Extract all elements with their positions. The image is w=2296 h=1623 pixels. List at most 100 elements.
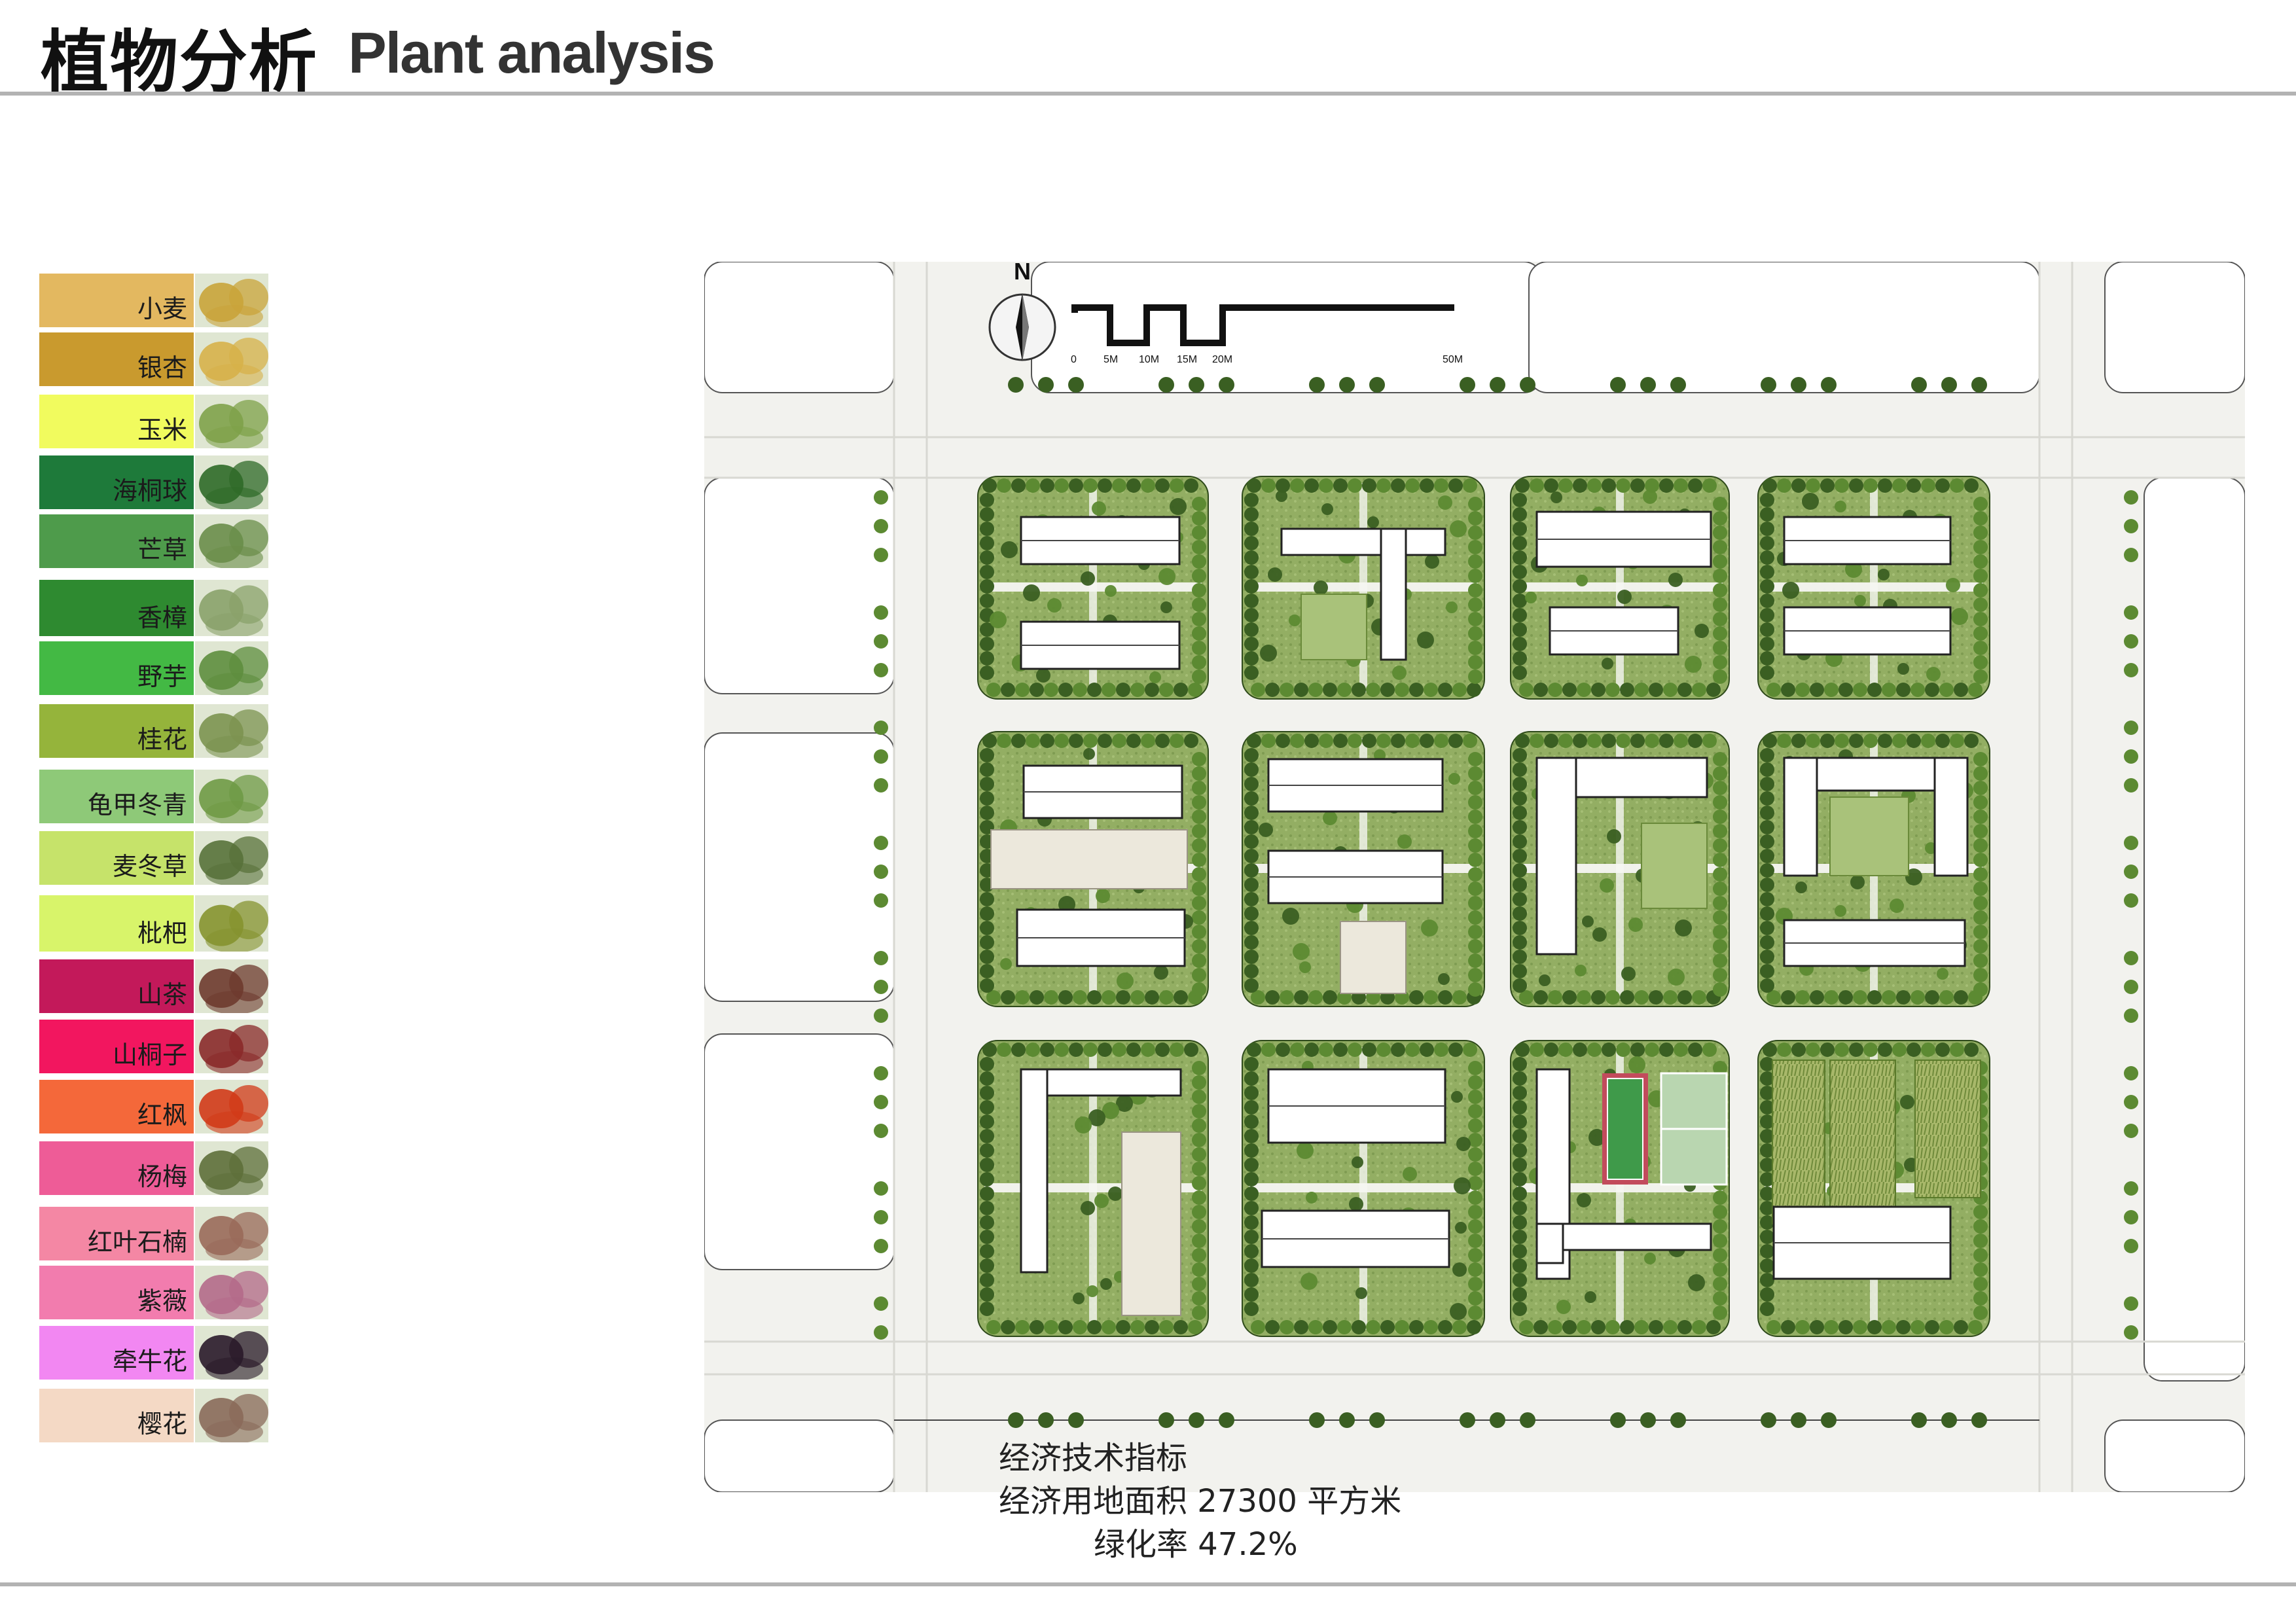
tree xyxy=(1973,597,1988,612)
tree xyxy=(1973,1306,1988,1320)
block xyxy=(977,476,1209,700)
tree xyxy=(1468,1075,1482,1090)
tree xyxy=(1192,597,1206,612)
tree xyxy=(1192,497,1206,511)
tree xyxy=(1810,683,1824,697)
tree xyxy=(1513,921,1527,935)
tree xyxy=(1576,575,1588,586)
tree xyxy=(1145,990,1159,1005)
tree xyxy=(1044,990,1058,1005)
tree xyxy=(1591,1320,1605,1334)
legend-label: 龟甲冬青 xyxy=(87,791,187,819)
tree xyxy=(986,683,1001,697)
tree xyxy=(1760,565,1774,579)
tree xyxy=(1192,810,1206,824)
tree xyxy=(1468,882,1482,896)
idesia-photo xyxy=(195,1020,268,1073)
parcel xyxy=(704,1419,895,1492)
tree xyxy=(1620,683,1634,697)
tree xyxy=(1290,1043,1304,1057)
street-tree xyxy=(874,1210,888,1224)
legend-label: 麦冬草 xyxy=(112,852,187,881)
tree xyxy=(1892,1043,1907,1057)
tree xyxy=(1925,683,1939,697)
tree xyxy=(1939,990,1954,1005)
tree xyxy=(1513,594,1527,608)
tree xyxy=(1795,882,1807,893)
tree xyxy=(1438,990,1452,1005)
tree xyxy=(1643,490,1657,504)
tree xyxy=(1548,1320,1562,1334)
tree xyxy=(1468,766,1482,781)
tree xyxy=(1463,1043,1477,1057)
tree xyxy=(1973,1219,1988,1234)
tree xyxy=(1760,1086,1774,1100)
tree xyxy=(980,921,994,935)
tree xyxy=(1015,1320,1030,1334)
tree xyxy=(1760,1115,1774,1129)
tree xyxy=(1645,1043,1659,1057)
legend-label: 红叶石楠 xyxy=(87,1228,187,1257)
tree xyxy=(1824,1320,1839,1334)
tree xyxy=(1663,1320,1677,1334)
street-tree xyxy=(1761,1412,1776,1428)
indicators-heading: 经济技术指标 xyxy=(999,1440,1188,1476)
tree xyxy=(1863,734,1878,748)
tree xyxy=(1367,516,1379,528)
tree xyxy=(1935,734,1950,748)
tree xyxy=(1925,1320,1939,1334)
tree xyxy=(1380,683,1395,697)
tree xyxy=(1260,645,1277,662)
tree xyxy=(1802,493,1819,510)
legend-item: 山茶 xyxy=(39,959,268,1013)
tree xyxy=(1760,950,1774,964)
tree xyxy=(1620,1320,1634,1334)
tree xyxy=(1760,507,1774,522)
tree xyxy=(1951,608,1968,625)
tree xyxy=(1261,734,1276,748)
tree xyxy=(1424,1320,1438,1334)
tree xyxy=(1192,939,1206,954)
tree xyxy=(1853,1320,1867,1334)
tree xyxy=(1602,658,1613,669)
tree xyxy=(1867,990,1882,1005)
legend-item: 香樟 xyxy=(39,580,268,636)
tree xyxy=(1130,1320,1145,1334)
tree xyxy=(1713,810,1727,824)
tree xyxy=(1925,990,1939,1005)
tree xyxy=(1448,734,1463,748)
tree xyxy=(1587,1043,1602,1057)
parcel xyxy=(2144,477,2245,1382)
tree xyxy=(1192,1262,1206,1277)
tree xyxy=(1602,1043,1616,1057)
tree xyxy=(1605,1320,1620,1334)
tree xyxy=(1973,554,1988,569)
legend-swatch: 小麦 xyxy=(39,274,194,327)
tree xyxy=(1468,838,1482,853)
street-tree xyxy=(874,721,888,735)
tree xyxy=(1713,511,1727,526)
tree xyxy=(1760,493,1774,507)
tree xyxy=(1513,565,1527,579)
tree xyxy=(1073,990,1087,1005)
tree xyxy=(980,806,994,820)
tree xyxy=(1362,478,1376,493)
tree xyxy=(1573,734,1587,748)
osmanthus-photo xyxy=(195,704,268,758)
tree xyxy=(1973,838,1988,853)
tree xyxy=(1468,1147,1482,1162)
tree xyxy=(1630,1043,1645,1057)
tree xyxy=(1280,990,1294,1005)
legend-label: 桂花 xyxy=(137,725,187,754)
tree xyxy=(1513,935,1527,950)
tree xyxy=(1964,478,1979,493)
tree xyxy=(1244,1158,1259,1172)
tree xyxy=(1513,1071,1527,1086)
tree xyxy=(1290,478,1304,493)
tree xyxy=(1513,1057,1527,1071)
tree xyxy=(1244,1287,1259,1302)
tree xyxy=(1602,734,1616,748)
street-tree xyxy=(1911,377,1927,393)
tree xyxy=(1513,1129,1527,1143)
street-tree xyxy=(1640,1412,1656,1428)
